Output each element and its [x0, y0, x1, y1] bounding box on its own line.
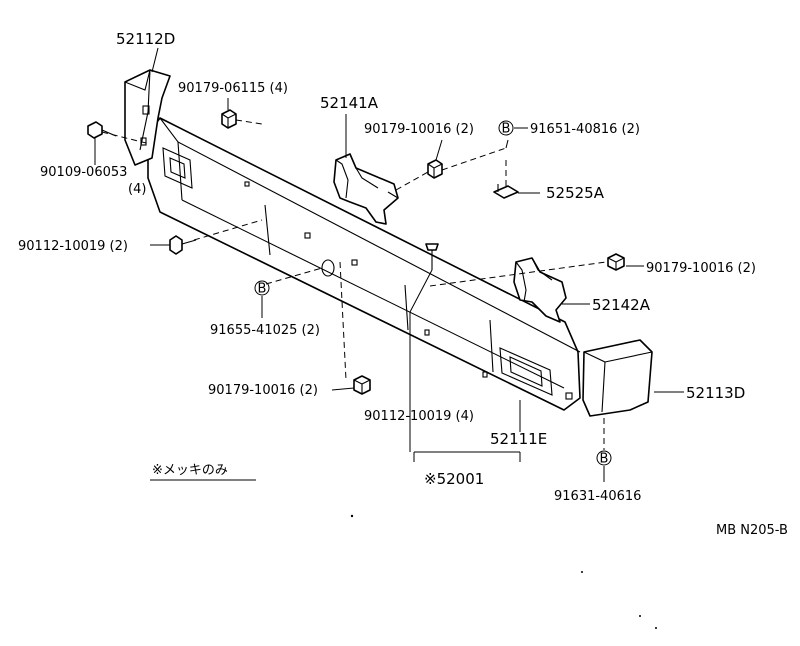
b-marker-label: B — [258, 282, 267, 297]
nut-90179-06115 — [221, 109, 237, 129]
leader-lines — [94, 47, 684, 482]
label-52113d: 52113D — [686, 384, 745, 402]
assembly-lines — [101, 119, 607, 450]
label-52001: ※52001 — [424, 470, 484, 488]
label-91655-41025: 91655-41025 (2) — [210, 323, 320, 338]
label-52141a: 52141A — [320, 94, 379, 112]
left-end-cap — [124, 69, 171, 166]
bumper-bar — [147, 117, 581, 411]
label-90179-10016-bottom: 90179-10016 (2) — [208, 383, 318, 398]
label-90179-06115: 90179-06115 (4) — [178, 81, 288, 96]
right-end-cap — [582, 339, 653, 417]
label-91651-40816: 91651-40816 (2) — [530, 122, 640, 137]
scan-speck — [655, 627, 657, 629]
label-90112-10019-center: 90112-10019 (4) — [364, 409, 474, 424]
nut-90179-10016-top — [427, 159, 443, 179]
b-marker-middle: B — [254, 280, 270, 297]
scan-speck — [350, 514, 354, 518]
label-52111e: 52111E — [490, 430, 547, 448]
plate-52525a — [493, 184, 519, 199]
bracket-52142a — [513, 257, 567, 323]
label-90179-10016-right: 90179-10016 (2) — [646, 261, 756, 276]
label-90109-06053-qty: (4) — [128, 182, 146, 197]
label-90109-06053: 90109-06053 — [40, 165, 127, 180]
label-52112d: 52112D — [116, 30, 175, 48]
drawing-code: MB N205-B — [716, 523, 788, 538]
label-91631-40616: 91631-40616 — [554, 489, 641, 504]
label-90179-10016-top: 90179-10016 (2) — [364, 122, 474, 137]
scan-speck — [581, 571, 583, 573]
bolt-90112-10019-center — [425, 243, 439, 270]
nut-90179-10016-right — [607, 253, 625, 271]
nut-90179-10016-bottom — [353, 375, 371, 395]
b-marker-label: B — [502, 122, 511, 137]
b-marker-bottom: B — [596, 450, 612, 467]
label-52142a: 52142A — [592, 296, 651, 314]
b-marker-top: B — [498, 120, 514, 137]
bracket-52141a — [333, 153, 399, 225]
b-marker-label: B — [600, 452, 609, 467]
label-90112-10019-left: 90112-10019 (2) — [18, 239, 128, 254]
scan-speck — [639, 615, 641, 617]
bolt-90112-10019-left — [169, 235, 197, 255]
note-plated-only: ※メッキのみ — [152, 463, 228, 478]
bolt-90109-06053 — [87, 121, 117, 139]
label-52525a: 52525A — [546, 184, 605, 202]
